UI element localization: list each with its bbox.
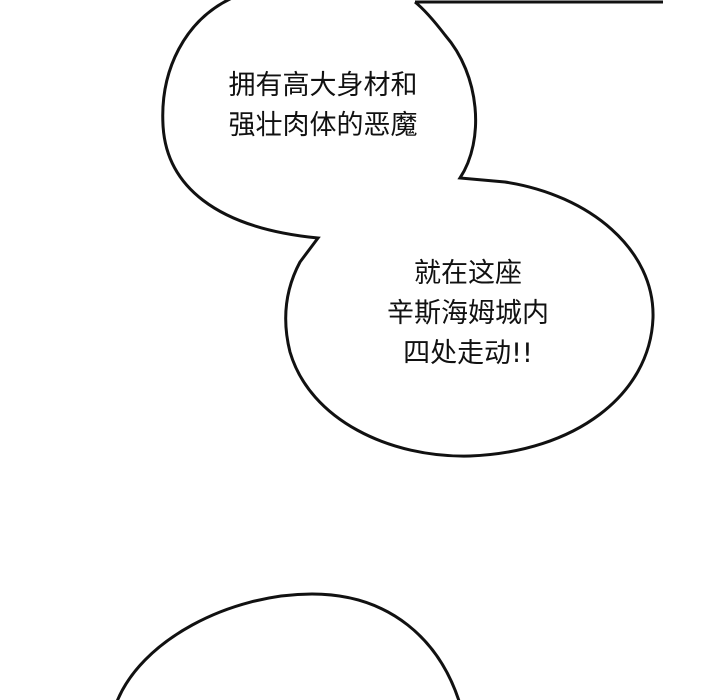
speech-bubble-3-outline [116,592,461,700]
speech-bubble-1-text: 拥有高大身材和 强壮肉体的恶魔 [163,66,483,146]
bubble-1-line-2: 强壮肉体的恶魔 [228,110,418,141]
speech-bubble-1-outline [161,0,655,458]
speech-bubble-2-text: 就在这座 辛斯海姆城内 四处走动!! [318,254,618,374]
bubble-2-line-3: 四处走动!! [403,338,533,369]
bubble-1-line-1: 拥有高大身材和 [228,70,418,101]
bubble-2-line-1: 就在这座 [414,258,522,289]
bubble-2-line-2: 辛斯海姆城内 [387,298,549,329]
